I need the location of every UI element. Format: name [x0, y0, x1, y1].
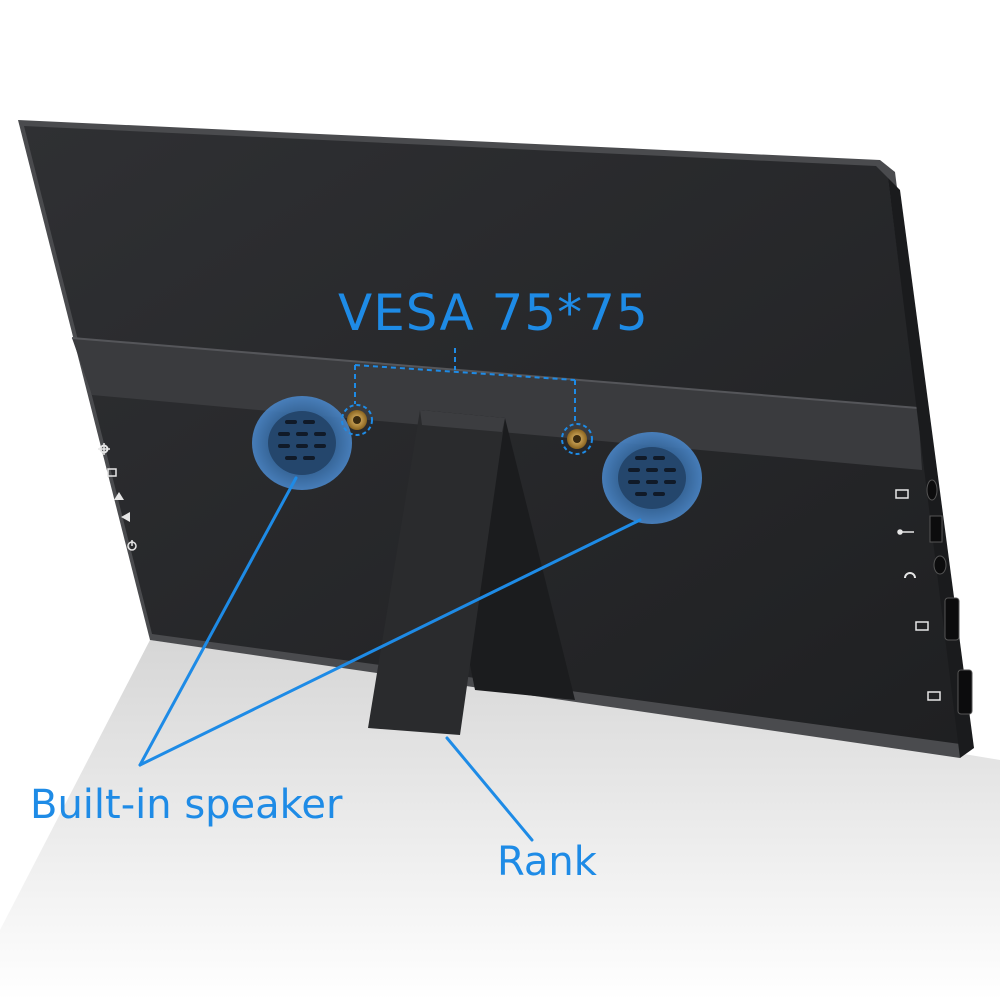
settings-icon — [98, 443, 110, 455]
stand-highlight — [420, 410, 505, 432]
vesa-label: VESA 75*75 — [338, 284, 649, 342]
side-ports — [895, 479, 973, 715]
vesa-screw-right — [561, 423, 593, 455]
band-edge — [71, 337, 919, 409]
side-buttons — [98, 443, 137, 551]
stand-front — [368, 410, 505, 735]
speaker-right — [602, 432, 702, 524]
headphone-icon — [904, 572, 916, 579]
headphone-jack — [933, 555, 947, 575]
down-arrow-icon — [121, 512, 130, 522]
stand-label: Rank — [497, 839, 597, 885]
built-in-speaker-label: Built-in speaker — [30, 782, 343, 828]
stand-callout-line — [445, 736, 534, 842]
type-c-port — [926, 479, 938, 501]
speaker-band — [72, 338, 922, 470]
hdmi-port — [957, 669, 973, 715]
speaker-callout-lines — [138, 476, 642, 767]
hdmi-port — [944, 597, 960, 641]
type-c-icon — [895, 489, 909, 499]
vesa-bracket — [354, 348, 576, 424]
usb-port — [929, 515, 943, 543]
up-arrow-icon — [114, 492, 124, 500]
hdmi-icon — [915, 621, 929, 631]
floor-shadow — [0, 640, 1000, 1000]
vesa-screw-left — [341, 404, 373, 436]
hdmi-icon — [927, 691, 941, 701]
speaker-left — [252, 396, 352, 490]
usb-icon — [897, 529, 914, 535]
input-source-icon — [107, 468, 117, 477]
power-icon — [127, 540, 137, 551]
